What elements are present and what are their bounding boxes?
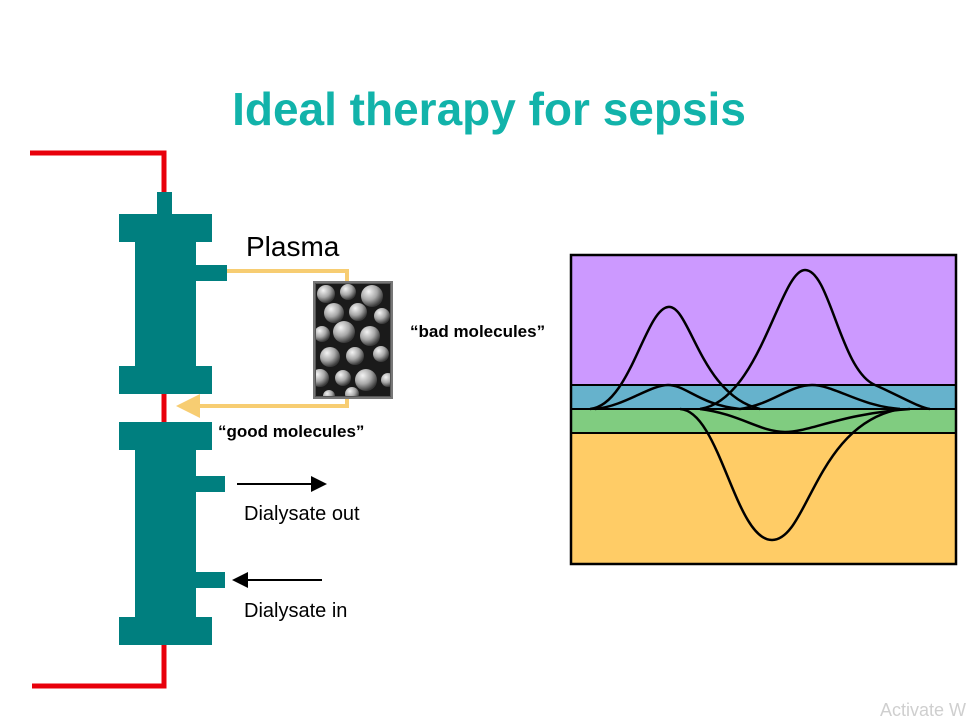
dialysate-in-label: Dialysate in bbox=[244, 600, 348, 622]
slide-title: Ideal therapy for sepsis bbox=[232, 83, 746, 135]
molecule-distribution-panel bbox=[569, 253, 958, 566]
bad-molecules-label: “bad molecules” bbox=[410, 322, 546, 341]
plasma-label: Plasma bbox=[246, 231, 340, 262]
plasma-circuit bbox=[176, 269, 349, 418]
dialysate-out-label: Dialysate out bbox=[244, 503, 360, 525]
activation-watermark: Activate W bbox=[880, 700, 967, 720]
plasma-filter bbox=[119, 192, 227, 394]
dialyzer bbox=[119, 422, 225, 645]
good-molecules-label: “good molecules” bbox=[218, 422, 365, 441]
sorbent-cartridge bbox=[313, 281, 393, 399]
blood-line bbox=[30, 150, 167, 689]
